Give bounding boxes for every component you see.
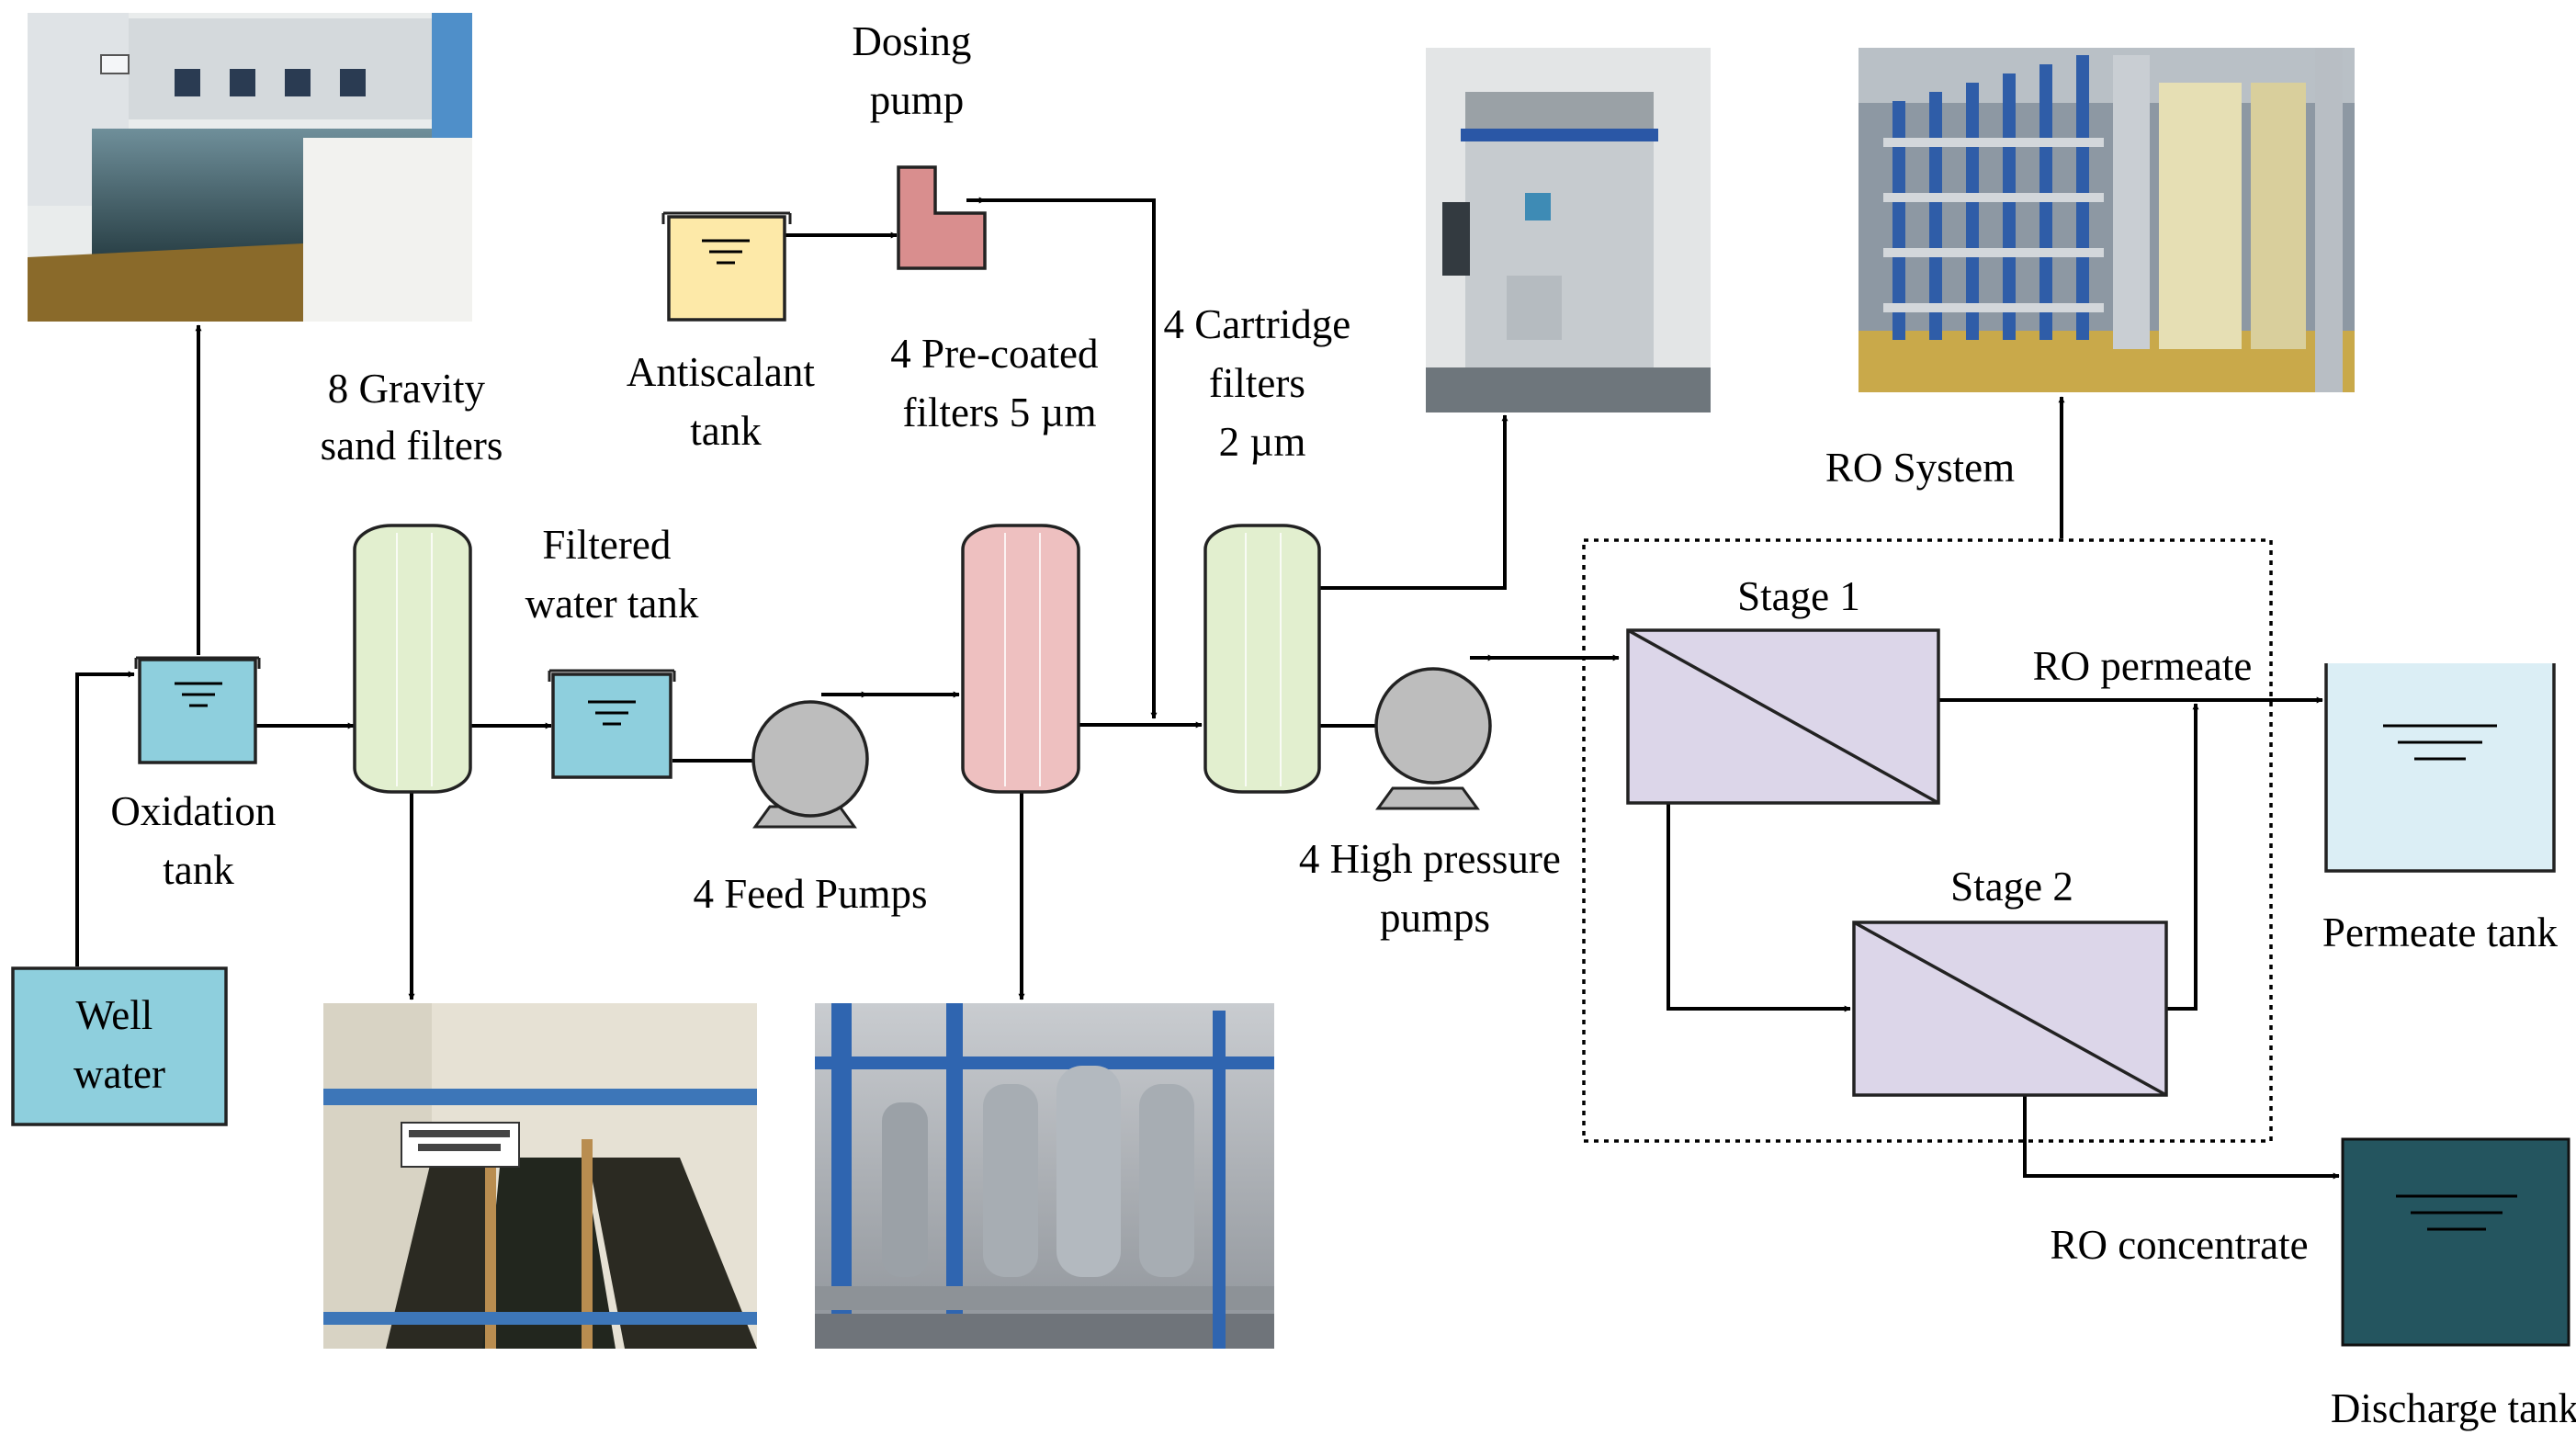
filtered-water-tank xyxy=(548,669,676,779)
feed-pump-body xyxy=(751,700,869,818)
sand-filter-photo xyxy=(323,1003,757,1349)
stage2-membrane xyxy=(1852,921,2168,1097)
precoated-filter-fill xyxy=(961,524,1080,794)
antiscalant-tank-fill xyxy=(667,215,786,322)
dosing-pump-label: Dosing pump xyxy=(852,18,981,123)
cartridge-filter-photo xyxy=(1426,48,1711,412)
cartridge-filter xyxy=(1203,524,1321,794)
stage1-label: Stage 1 xyxy=(1737,573,1860,619)
ro-system-boundary xyxy=(1582,538,2273,1143)
ro-permeate-label: RO permeate xyxy=(2033,643,2253,689)
cartridge-filter-fill xyxy=(1203,524,1321,794)
antiscalant-tank xyxy=(661,211,792,322)
oxidation-tank-photo xyxy=(28,13,472,322)
precoated-filter-photo xyxy=(815,1003,1274,1349)
permeate-tank-label: Permeate tank xyxy=(2322,910,2559,955)
precoated-filters-label: 4 Pre-coated filters 5 µm xyxy=(890,331,1108,435)
high-pressure-pump-icon xyxy=(1374,667,1492,810)
stage2-label: Stage 2 xyxy=(1950,864,2073,910)
feed-pumps-label: 4 Feed Pumps xyxy=(693,871,927,917)
ro-concentrate-label: RO concentrate xyxy=(2050,1222,2308,1268)
oxidation-tank-label: Oxidation tank xyxy=(110,788,286,893)
gravity-sand-filter xyxy=(353,524,472,794)
well-water-box xyxy=(11,966,228,1126)
precoated-filter xyxy=(961,524,1080,794)
well-water-label: Well water xyxy=(73,992,165,1097)
ro-system-label: RO System xyxy=(1825,445,2015,491)
gravity-filter-fill xyxy=(353,524,472,794)
water-level-icon xyxy=(2383,724,2497,761)
discharge-tank-label: Discharge tank xyxy=(2331,1385,2576,1431)
permeate-tank-fill xyxy=(2326,663,2554,871)
water-level-icon xyxy=(702,239,750,265)
water-level-icon xyxy=(588,700,636,726)
permeate-tank xyxy=(2324,663,2556,873)
feed-pump-icon xyxy=(751,700,869,829)
water-level-icon xyxy=(175,682,222,707)
water-level-icon xyxy=(2396,1194,2517,1231)
filtered-tank-fill xyxy=(551,672,672,779)
well-water-fill xyxy=(11,966,228,1126)
antiscalant-tank-label: Antiscalant tank xyxy=(627,349,825,454)
filtered-water-tank-label: Filtered water tank xyxy=(525,522,699,627)
hp-pump-base xyxy=(1375,786,1480,810)
oxidation-tank-fill xyxy=(138,658,257,764)
ro-system-photo xyxy=(1859,48,2355,392)
stage1-membrane xyxy=(1626,628,1940,805)
hp-pump-body xyxy=(1374,667,1492,785)
high-pressure-pumps-label: 4 High pressure pumps xyxy=(1299,836,1571,941)
oxidation-tank xyxy=(134,656,261,764)
gravity-filters-label: 8 Gravity sand filters xyxy=(321,366,503,469)
cartridge-filters-label: 4 Cartridge filters 2 µm xyxy=(1164,301,1361,465)
dosing-pump-icon xyxy=(897,165,987,270)
discharge-tank xyxy=(2341,1137,2570,1347)
discharge-tank-fill xyxy=(2341,1137,2570,1347)
